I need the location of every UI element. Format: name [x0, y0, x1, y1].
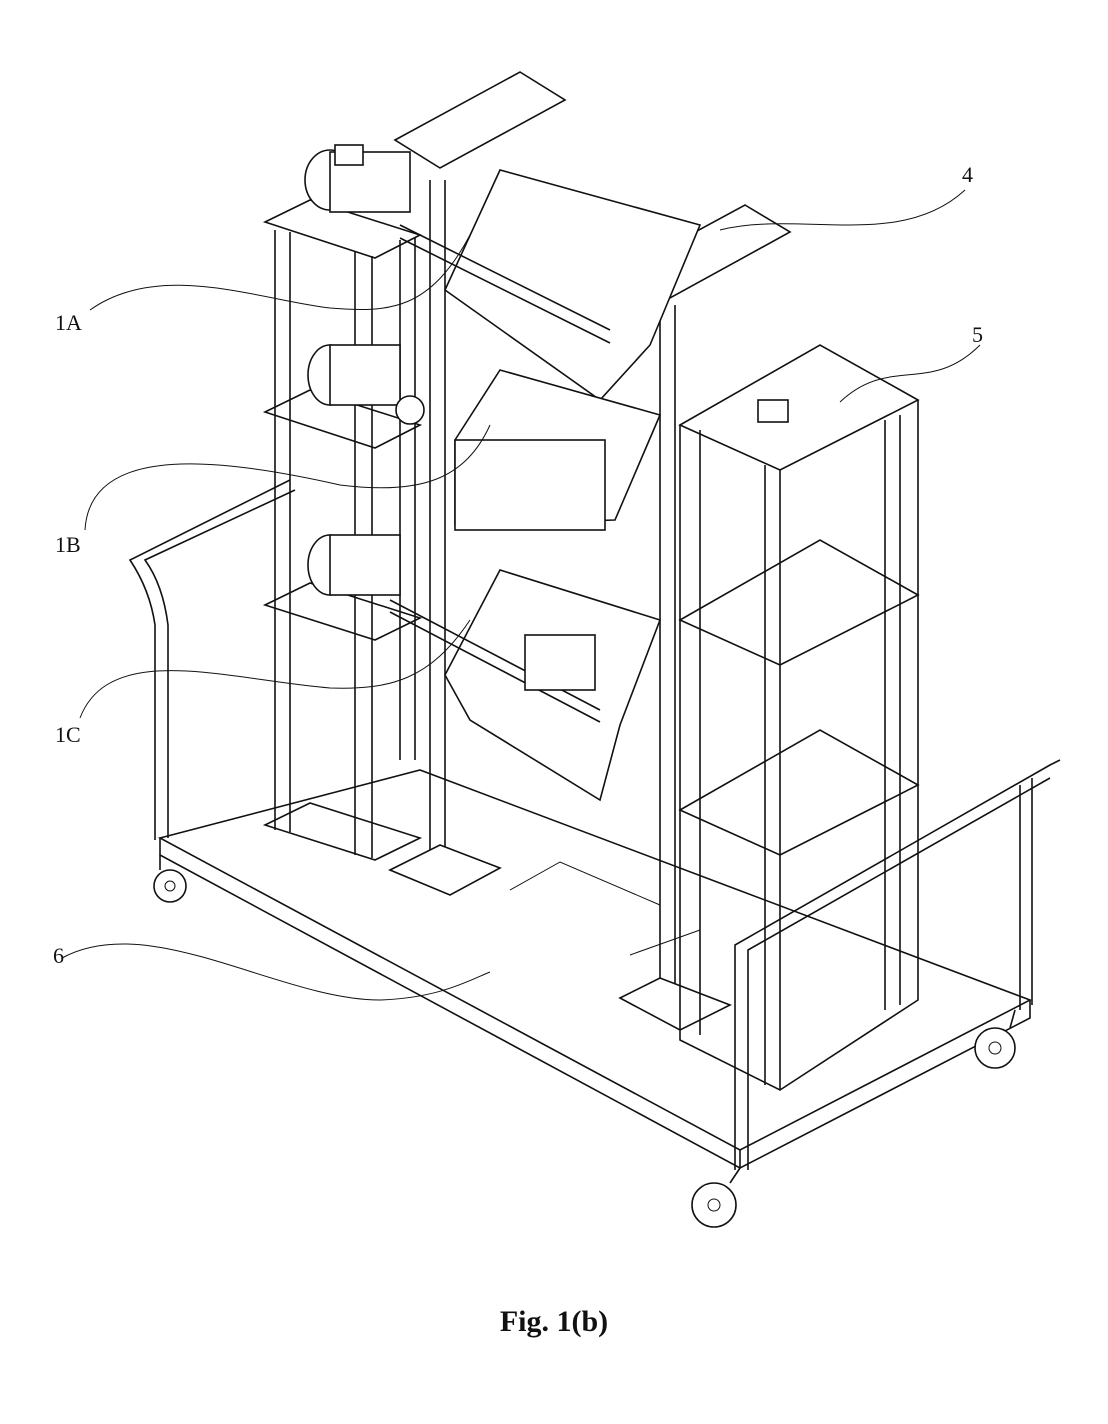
center-frame — [388, 71, 792, 1031]
label-1C: 1C — [55, 722, 81, 747]
left-handle — [128, 479, 296, 840]
left-tower — [262, 199, 423, 861]
right-handle — [734, 759, 1061, 1170]
label-5: 5 — [972, 322, 983, 347]
caster-wheels — [153, 855, 1016, 1228]
drum-1B — [454, 369, 662, 531]
label-4: 4 — [962, 162, 973, 187]
drum-1C — [389, 569, 662, 802]
drum-1A — [399, 169, 702, 402]
motors — [304, 144, 425, 596]
figure-caption: Fig. 1(b) — [499, 1305, 609, 1338]
leader-lines — [61, 189, 981, 1001]
label-6: 6 — [53, 943, 64, 968]
right-tower — [678, 344, 920, 1091]
label-1B: 1B — [55, 532, 81, 557]
label-1A: 1A — [55, 310, 82, 335]
